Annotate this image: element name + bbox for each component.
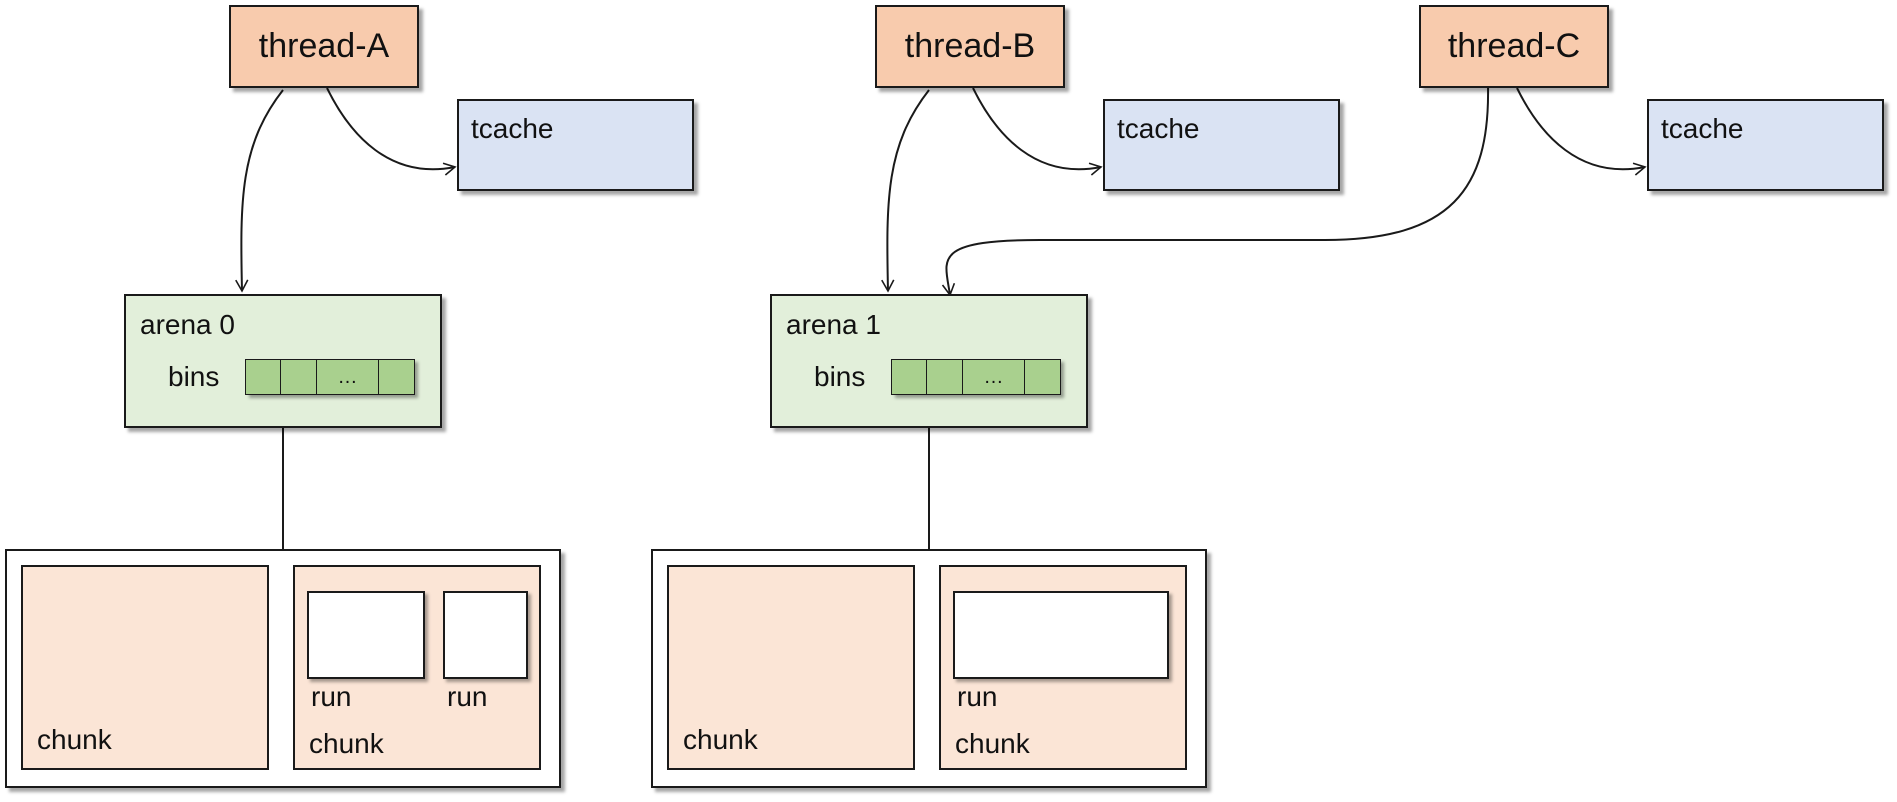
run-label: run: [957, 681, 998, 712]
tcache-b-box: tcache: [1103, 99, 1340, 191]
run-box: [307, 591, 425, 679]
tcache-b-label: tcache: [1117, 113, 1200, 144]
arena-1-box: arena 1 bins …: [770, 294, 1088, 428]
arrow-threadB-tcache: [972, 87, 1103, 176]
run-label: run: [447, 681, 488, 712]
run-box: [443, 591, 528, 679]
thread-b-box: thread-B: [875, 5, 1065, 88]
arrow-threadA-tcache: [326, 87, 457, 176]
bin-cell: [1024, 359, 1061, 395]
bin-cell: [890, 359, 928, 395]
chunk-box: run chunk: [939, 565, 1187, 770]
arena-0-label: arena 0: [140, 309, 235, 340]
chunk-box: chunk: [21, 565, 269, 770]
bin-cell: [926, 359, 963, 395]
tcache-a-box: tcache: [457, 99, 694, 191]
arena-1-bins: …: [890, 359, 1061, 395]
arrow-threadC-tcache: [1516, 87, 1647, 176]
bin-ellipsis: …: [315, 359, 380, 395]
arrow-threadB-arena1: [881, 89, 930, 293]
tcache-a-label: tcache: [471, 113, 554, 144]
chunk-box: run run chunk: [293, 565, 541, 770]
arena-1-chunk-group: chunk run chunk: [651, 549, 1207, 788]
thread-c-label: thread-C: [1447, 27, 1581, 65]
chunk-label: chunk: [955, 728, 1030, 759]
arena-0-box: arena 0 bins …: [124, 294, 442, 428]
chunk-label: chunk: [37, 724, 112, 755]
bin-cell: [244, 359, 282, 395]
arena-0-bins: …: [244, 359, 415, 395]
arena-1-bins-label: bins: [814, 361, 866, 392]
chunk-label: chunk: [683, 724, 758, 755]
thread-a-box: thread-A: [229, 5, 419, 88]
bin-cell: [378, 359, 415, 395]
tcache-c-label: tcache: [1661, 113, 1744, 144]
thread-b-label: thread-B: [904, 27, 1036, 65]
run-box: [953, 591, 1169, 679]
bin-ellipsis: …: [961, 359, 1026, 395]
chunk-label: chunk: [309, 728, 384, 759]
arena-0-bins-label: bins: [168, 361, 220, 392]
arrow-threadA-arena0: [235, 89, 284, 293]
arena-1-label: arena 1: [786, 309, 881, 340]
bin-cell: [280, 359, 317, 395]
thread-c-box: thread-C: [1419, 5, 1609, 88]
tcache-c-box: tcache: [1647, 99, 1884, 191]
arena-0-chunk-group: chunk run run chunk: [5, 549, 561, 788]
run-label: run: [311, 681, 352, 712]
chunk-box: chunk: [667, 565, 915, 770]
thread-a-label: thread-A: [258, 27, 390, 65]
